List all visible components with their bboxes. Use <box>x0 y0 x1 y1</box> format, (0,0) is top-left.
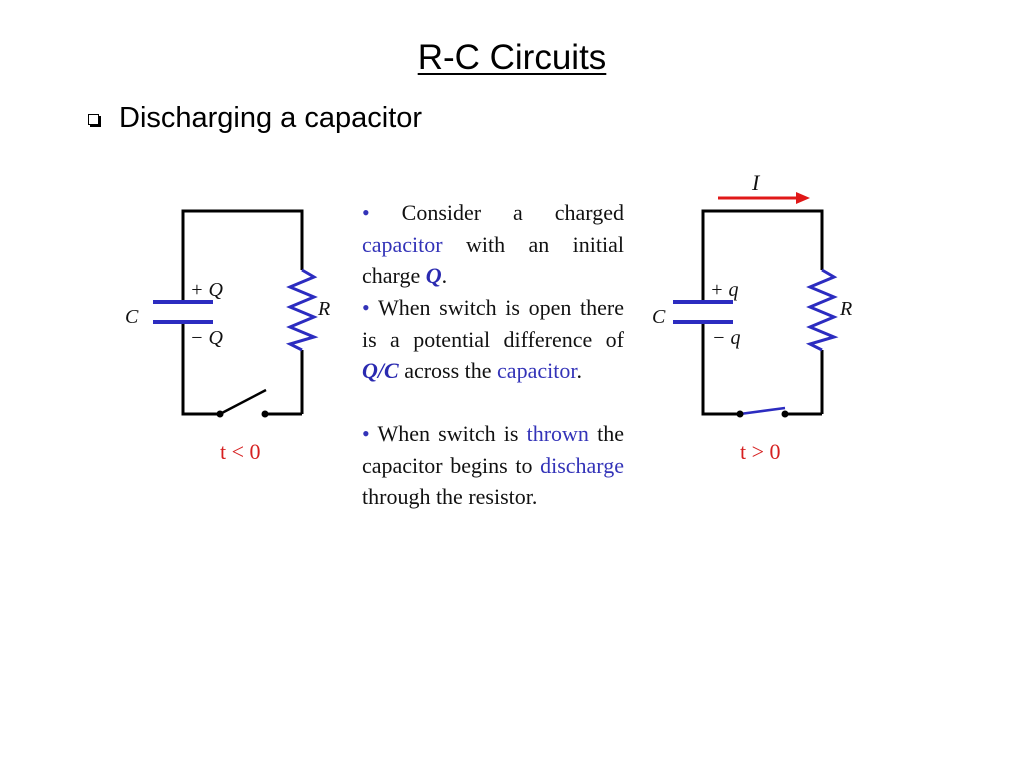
bullet-dot: • <box>362 200 370 225</box>
right-capacitor <box>673 300 733 324</box>
left-circuit-diagram: C + Q − Q R t < 0 <box>125 209 330 464</box>
left-minus-label: − Q <box>190 327 223 349</box>
paragraph-1: • Consider a charged capacitor with an i… <box>362 197 624 292</box>
bullet-dot: • <box>362 421 370 446</box>
bullet-row: Discharging a capacitor <box>88 102 422 135</box>
left-switch[interactable] <box>216 388 269 418</box>
right-res-label: R <box>839 298 852 320</box>
right-wire-bottom <box>701 322 740 416</box>
left-capacitor <box>153 300 213 324</box>
p3-highlight-thrown: thrown <box>526 421 589 446</box>
left-circuit-wires <box>181 209 304 416</box>
right-resistor <box>805 268 839 352</box>
p1-text-3: . <box>441 263 448 288</box>
square-bullet-icon <box>88 114 99 125</box>
right-circuit-diagram: I C + q − q R t > 0 <box>652 170 852 464</box>
right-plus-label: + q <box>710 279 739 301</box>
left-resistor <box>285 268 319 352</box>
p2-highlight-capacitor: capacitor <box>497 358 577 383</box>
p3-highlight-discharge: discharge <box>540 452 624 478</box>
bullet-text: Discharging a capacitor <box>119 102 423 134</box>
right-switch[interactable] <box>736 406 789 418</box>
paragraph-3: • When switch is thrown the capacitor be… <box>362 418 624 513</box>
p2-text-3: . <box>576 358 582 383</box>
p3-text-2: the capacitor begins to <box>362 421 624 478</box>
right-wire-top <box>701 209 824 302</box>
p2-text-1: When switch is open there is a potential… <box>362 295 624 352</box>
right-time-label: t > 0 <box>740 439 781 464</box>
p1-charge-q: Q <box>425 263 442 288</box>
slide-title: R-C Circuits <box>0 38 1024 78</box>
right-minus-label: − q <box>712 327 741 349</box>
p1-highlight-capacitor: capacitor <box>362 231 443 257</box>
p2-text-2: across the <box>404 358 492 383</box>
left-wire-bottom <box>181 322 220 416</box>
p3-text-3: through the resistor. <box>362 484 538 509</box>
right-circuit-wires <box>701 209 824 416</box>
left-cap-label: C <box>125 306 139 328</box>
right-cap-label: C <box>652 306 666 328</box>
bullet-dot: • <box>362 295 370 320</box>
left-wire-top <box>181 209 304 302</box>
p1-text-2: with an initial charge <box>362 231 625 289</box>
p1-text-1: Consider a charged <box>401 200 624 225</box>
p3-text-1: When switch is <box>377 421 519 446</box>
slide-title-text: R-C Circuits <box>417 38 607 77</box>
left-time-label: t < 0 <box>220 439 261 464</box>
current-label: I <box>751 170 761 195</box>
left-plus-label: + Q <box>190 279 223 301</box>
current-arrow <box>718 192 810 204</box>
paragraph-2: • When switch is open there is a potenti… <box>362 292 624 387</box>
left-res-label: R <box>317 298 330 320</box>
p2-q-over-c: Q/C <box>362 358 399 383</box>
